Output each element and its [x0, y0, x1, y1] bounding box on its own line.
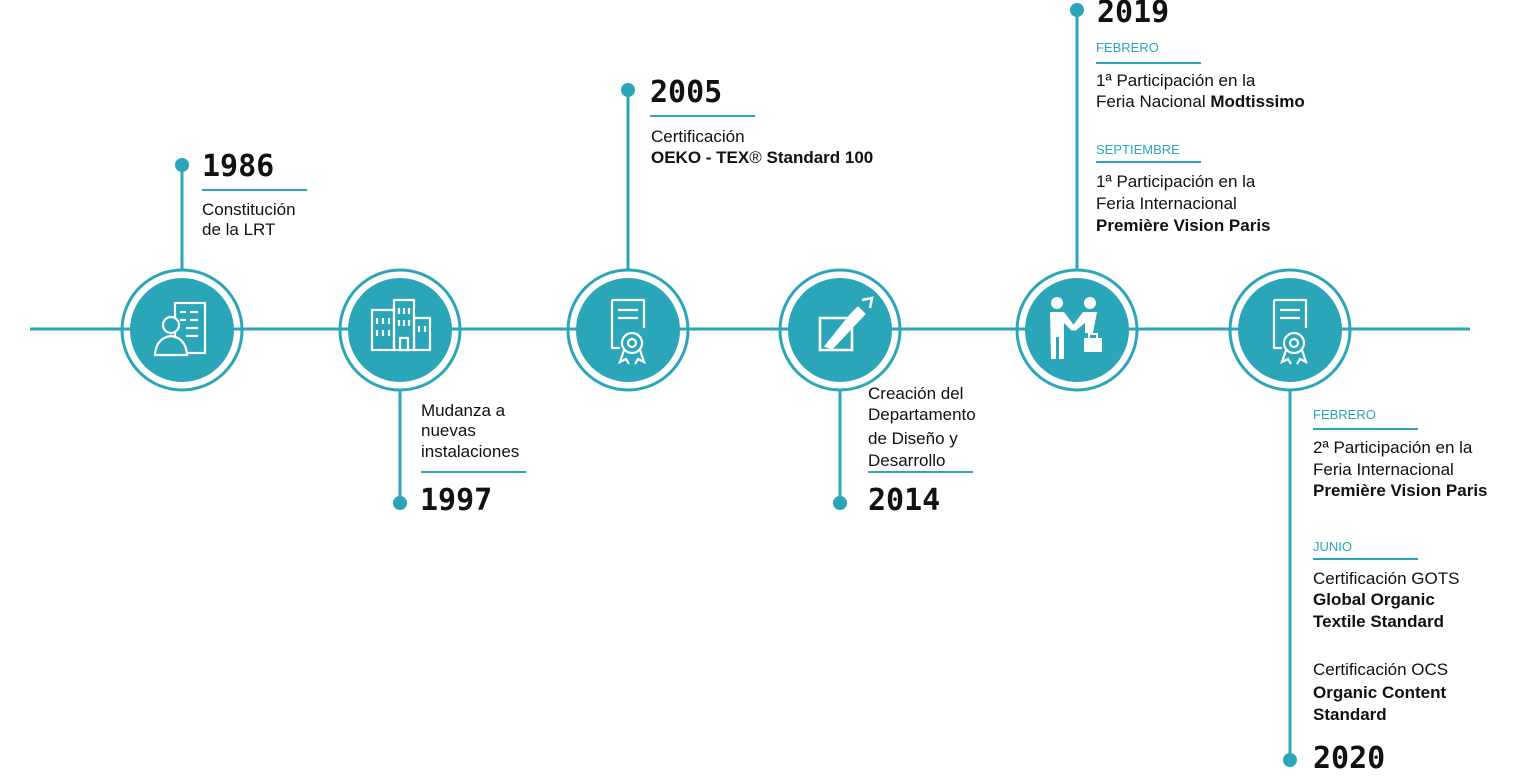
rule [202, 189, 307, 191]
event-text: instalaciones [421, 442, 520, 461]
certificate-icon [610, 298, 646, 365]
year-2020: 2020 [1313, 741, 1386, 776]
month-label: SEPTIEMBRE [1096, 142, 1180, 157]
certificate-icon [1272, 298, 1308, 365]
rule [1096, 161, 1201, 163]
event-text: Mudanza a [421, 401, 506, 420]
month-label: JUNIO [1313, 539, 1352, 554]
business-person-icon [153, 301, 207, 357]
rule [868, 471, 973, 473]
rule [1313, 558, 1418, 560]
event-text-bold: Première Vision Paris [1096, 216, 1271, 235]
event-text: Desarrollo [868, 451, 946, 470]
handshake-icon [1050, 297, 1102, 359]
year-2019: 2019 [1097, 0, 1170, 30]
year-2014: 2014 [868, 483, 941, 518]
event-text: 1ª Participación en la [1096, 71, 1256, 90]
event-text-bold: Standard [1313, 705, 1387, 724]
event-text-bold: Organic Content [1313, 683, 1447, 702]
event-text: Departamento [868, 405, 976, 424]
month-label: FEBRERO [1313, 407, 1376, 422]
event-text: 2ª Participación en la [1313, 438, 1473, 457]
rule [1313, 428, 1418, 430]
rule [1096, 62, 1201, 64]
event-text: de la LRT [202, 220, 276, 239]
office-building-icon [370, 298, 432, 352]
year-1997: 1997 [420, 483, 493, 518]
event-text: Creación del [868, 384, 964, 403]
rule [650, 115, 755, 117]
year-2005: 2005 [650, 75, 723, 110]
event-text: Feria Internacional [1096, 194, 1237, 213]
event-text-bold: Première Vision Paris [1313, 481, 1488, 500]
event-text: nuevas [421, 421, 476, 440]
event-text: 1ª Participación en la [1096, 172, 1256, 191]
event-text-bold: Textile Standard [1313, 612, 1444, 631]
event-text: de Diseño y [868, 429, 958, 448]
rule [421, 471, 526, 473]
month-label: FEBRERO [1096, 40, 1159, 55]
event-text-bold: Global Organic [1313, 590, 1435, 609]
event-text: Feria Internacional [1313, 460, 1454, 479]
event-text-bold: OEKO - TEX® Standard 100 [651, 148, 874, 167]
event-text: Constitución [202, 200, 296, 219]
design-edit-icon [818, 296, 874, 352]
event-text: Certificación OCS [1313, 660, 1449, 679]
event-text: Certificación GOTS [1313, 569, 1460, 588]
year-1986: 1986 [202, 149, 275, 184]
event-text: Certificación [651, 127, 745, 146]
event-text: Feria Nacional Modtissimo [1096, 92, 1305, 111]
